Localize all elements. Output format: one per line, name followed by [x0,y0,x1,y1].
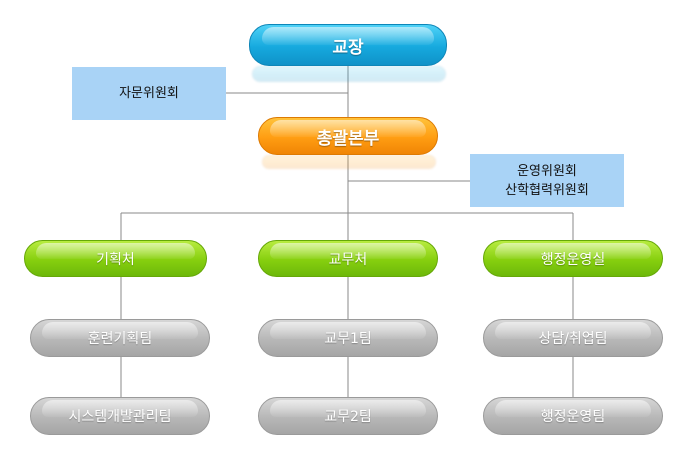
team-label: 교무2팀 [324,409,372,425]
team-node: 행정운영팀 [483,397,663,435]
headquarters-label: 총괄본부 [316,128,380,149]
department-node: 행정운영실 [483,240,663,277]
team-node: 교무2팀 [258,397,438,435]
team-label: 교무1팀 [324,331,372,347]
team-label: 행정운영팀 [540,409,606,425]
committee-box-right: 운영위원회 산학협력위원회 [470,154,624,207]
department-node: 기획처 [24,240,207,277]
industry-committee-label: 산학협력위원회 [505,182,589,198]
team-node: 훈련기획팀 [30,319,210,357]
team-node: 상담/취업팀 [483,319,663,357]
principal-reflection [252,66,446,82]
advisory-committee-label: 자문위원회 [119,86,179,101]
department-node: 교무처 [258,240,438,277]
department-label: 교무처 [328,251,368,268]
team-label: 훈련기획팀 [87,331,153,347]
department-label: 행정운영실 [540,251,606,268]
principal-label: 교장 [332,37,364,58]
headquarters-node: 총괄본부 [258,117,438,155]
team-label: 상담/취업팀 [538,331,608,347]
operating-committee-label: 운영위원회 [517,163,577,179]
principal-node: 교장 [249,24,447,66]
team-node: 교무1팀 [258,319,438,357]
department-label: 기획처 [96,251,135,268]
advisory-committee-box: 자문위원회 [72,67,226,120]
headquarters-reflection [262,155,436,169]
team-node: 시스템개발관리팀 [30,397,210,435]
team-label: 시스템개발관리팀 [68,409,172,425]
